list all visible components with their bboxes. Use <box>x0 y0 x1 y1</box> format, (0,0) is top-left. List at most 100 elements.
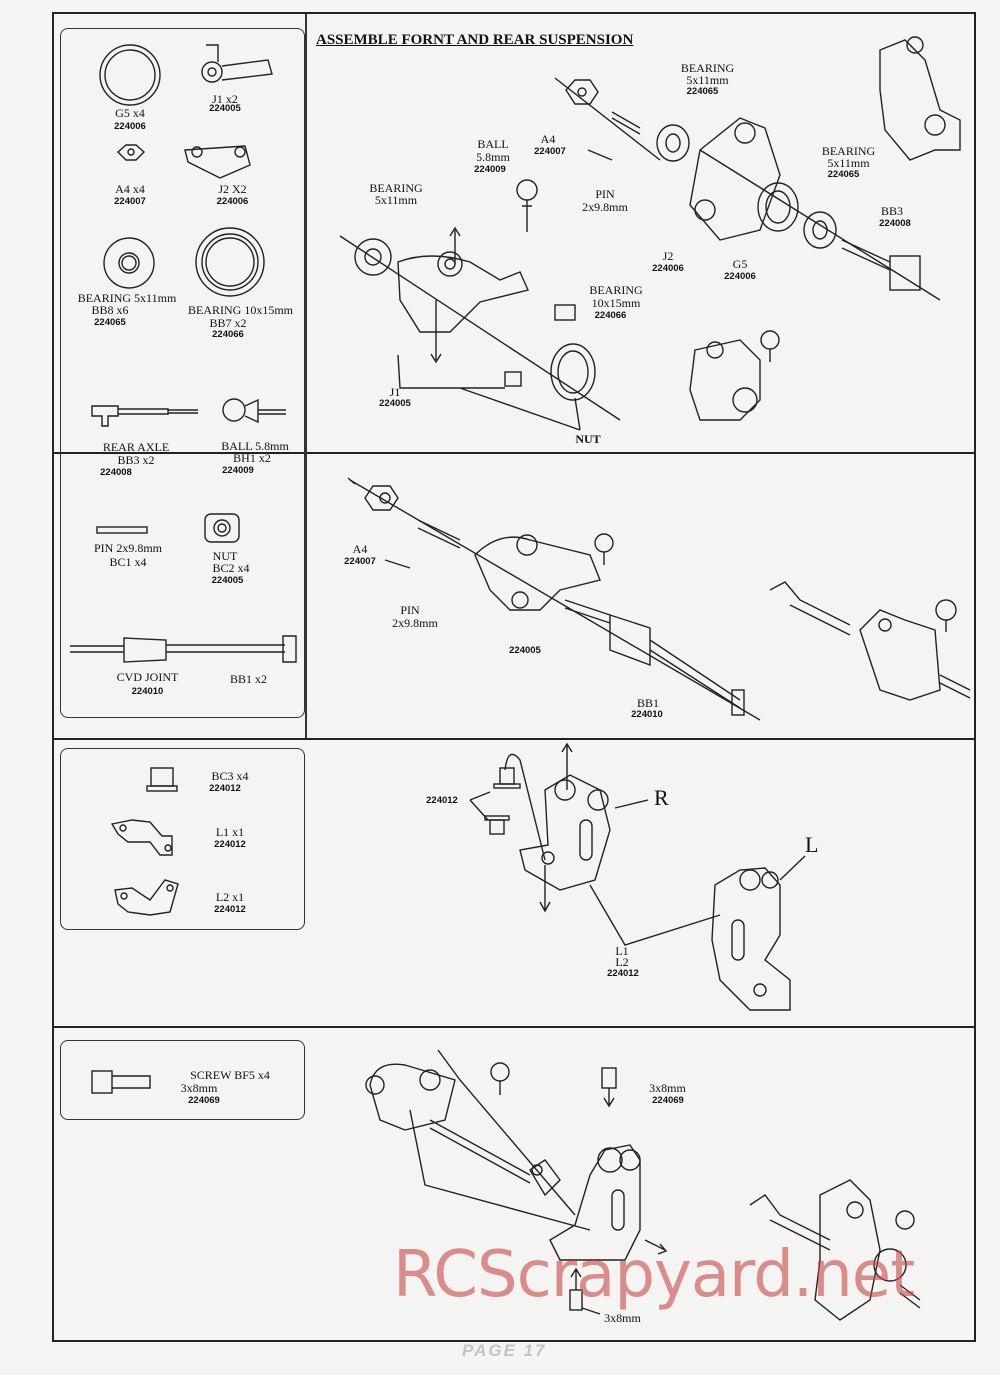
step4-drawing <box>365 1049 921 1321</box>
part-bc3-name: BC3 x4 <box>211 769 249 783</box>
step3-l1-label: L1 <box>615 944 629 958</box>
step1-a4-label: A4 <box>540 132 556 146</box>
part-rear-axle-name: REAR AXLE <box>102 440 170 454</box>
step1-bearing-right-size: 5x11mm <box>827 156 870 170</box>
step1-drawing <box>339 36 961 431</box>
step3-drawing <box>469 742 806 1011</box>
section-separator <box>52 738 976 740</box>
step1-j2-label: J2 <box>662 249 674 263</box>
part-rear-axle-code: 224008 <box>100 467 132 478</box>
bb7-bearing-icon <box>195 227 265 297</box>
g5-ring-icon <box>99 44 161 106</box>
step1-g5-code: 224006 <box>724 271 756 282</box>
part-j2-name: J2 X2 <box>218 182 247 196</box>
part-ball-name: BALL 5.8mm <box>221 439 289 453</box>
step1-j1-label: J1 <box>389 385 401 399</box>
part-bb8-code: 224065 <box>94 317 126 328</box>
part-l2-name: L2 x1 <box>215 890 245 904</box>
j2-arm-icon <box>184 145 251 179</box>
step1-bearing-top-size: 5x11mm <box>686 73 729 87</box>
step1-bearing-big-code: 224066 <box>594 310 627 321</box>
part-g5-name: G5 x4 <box>115 106 145 120</box>
part-bb7-code: 224066 <box>212 329 244 340</box>
bb8-bearing-icon <box>103 237 155 289</box>
step1-bearing-big-label: BEARING <box>589 283 643 297</box>
step1-g5-label: G5 <box>732 257 748 271</box>
part-l2-code: 224012 <box>214 904 246 915</box>
step3-l2-label: L2 <box>615 955 629 969</box>
part-screw-size: 3x8mm <box>180 1081 218 1095</box>
step1-j1-code: 224005 <box>379 398 411 409</box>
step2-drawing <box>347 477 971 721</box>
step1-bearing-left-label: BEARING <box>369 181 423 195</box>
part-a4-code: 224007 <box>114 196 146 207</box>
part-cvd-code: 224010 <box>131 686 164 697</box>
section-separator <box>52 1026 976 1028</box>
section-title: ASSEMBLE FORNT AND REAR SUSPENSION <box>316 32 634 48</box>
screw-icon <box>91 1070 151 1094</box>
step1-ball-label: BALL <box>477 137 509 151</box>
j1-arm-icon <box>201 44 273 83</box>
step2-a4-label: A4 <box>352 542 368 556</box>
parts-panel-3 <box>60 1040 305 1120</box>
parts-panel-2 <box>60 748 305 930</box>
divider <box>305 452 307 738</box>
part-bb7-qty: BB7 x2 <box>209 316 247 330</box>
step1-bb3-label: BB3 <box>880 204 903 218</box>
step1-pin-label: PIN <box>595 187 615 201</box>
step1-j2-code: 224006 <box>652 263 684 274</box>
bc3-collar-icon <box>146 767 178 792</box>
part-j1-code: 224005 <box>209 103 241 114</box>
nut-icon <box>204 513 240 543</box>
step1-bearing-right-code: 224065 <box>827 169 860 180</box>
part-j2-code: 224006 <box>216 196 249 207</box>
step1-nut-label: NUT <box>575 432 601 446</box>
step1-ball-size: 5.8mm <box>476 150 510 164</box>
part-screw-code: 224069 <box>188 1095 220 1106</box>
step3-r-label: R <box>654 785 669 810</box>
page-number: PAGE 17 <box>462 1341 547 1360</box>
step3-code: 224012 <box>607 968 639 979</box>
step4-screw-size-top: 3x8mm <box>649 1081 686 1095</box>
part-bb8-qty: BB8 x6 <box>91 303 129 317</box>
step2-pin-size: 2x9.8mm <box>392 616 438 630</box>
step3-bc3-code: 224012 <box>426 795 458 806</box>
step2-bb1-label: BB1 <box>636 696 659 710</box>
watermark: RCScrapyard.net <box>393 1238 915 1312</box>
parts-panel-1 <box>60 28 305 718</box>
part-bb7-name: BEARING 10x15mm <box>188 303 293 317</box>
step1-bb3-code: 224008 <box>879 218 911 229</box>
part-nut-qty: BC2 x4 <box>212 561 250 575</box>
step1-bearing-big-size: 10x15mm <box>591 296 641 310</box>
part-bc3-code: 224012 <box>209 783 241 794</box>
part-cvd-name: CVD JOINT <box>116 670 179 684</box>
l2-bracket-icon <box>114 879 179 916</box>
ball-stud-icon <box>222 398 286 424</box>
part-nut-code: 224005 <box>211 575 244 586</box>
step4-screw-size-bottom: 3x8mm <box>604 1311 641 1325</box>
page-frame <box>52 12 976 1342</box>
step2-bb1-code: 224010 <box>631 709 663 720</box>
step1-bearing-top-label: BEARING <box>680 61 735 75</box>
l1-bracket-icon <box>110 819 173 856</box>
step1-bearing-left-size: 5x11mm <box>374 193 418 207</box>
part-bb8-name: BEARING 5x11mm <box>77 291 177 305</box>
pin-icon <box>96 526 148 534</box>
part-l1-code: 224012 <box>214 839 246 850</box>
part-cvd-qty: BB1 x2 <box>229 672 267 686</box>
part-a4-name: A4 x4 <box>115 182 145 196</box>
part-rear-axle-qty: BB3 x2 <box>117 453 155 467</box>
step1-a4-code: 224007 <box>534 146 566 157</box>
step3-l-label: L <box>805 832 819 857</box>
rear-axle-icon <box>91 405 198 427</box>
divider <box>305 14 307 452</box>
step4-screw-code: 224069 <box>652 1095 684 1106</box>
part-nut-name: NUT <box>212 549 238 563</box>
step1-pin-size: 2x9.8mm <box>582 200 628 214</box>
part-l1-name: L1 x1 <box>215 825 245 839</box>
step1-ball-code: 224009 <box>474 164 506 175</box>
part-ball-code: 224009 <box>222 465 254 476</box>
part-screw-name: SCREW BF5 x4 <box>190 1068 270 1082</box>
step2-knuckle-code: 224005 <box>509 645 541 656</box>
